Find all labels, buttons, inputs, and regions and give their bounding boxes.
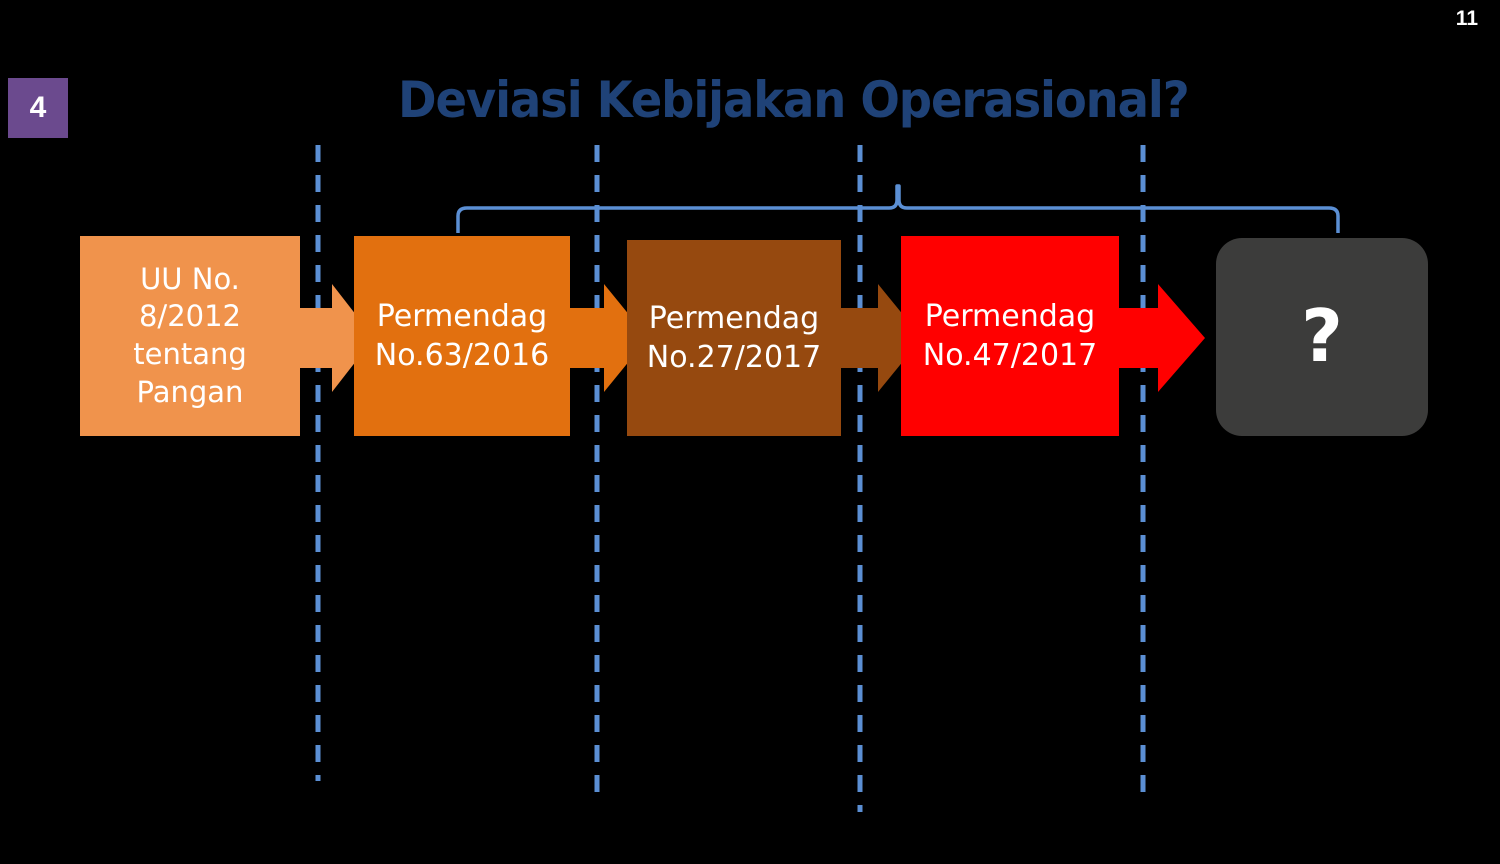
arrow-shaft (834, 308, 880, 368)
flow-step-permendag-27-2017[interactable]: Permendag No.27/2017 (627, 240, 841, 436)
flow-step-permendag-47-2017[interactable]: Permendag No.47/2017 (901, 236, 1119, 436)
flow-arrow-4 (1110, 284, 1205, 392)
grouping-brace (456, 184, 1340, 233)
page-number: 11 (1455, 7, 1478, 30)
flow-step-unknown-future[interactable]: ? (1216, 238, 1428, 436)
flow-step-permendag-63-2016[interactable]: Permendag No.63/2016 (354, 236, 570, 436)
page-title: Deviasi Kebijakan Operasional? (398, 71, 1190, 129)
arrow-head (1158, 284, 1205, 392)
section-number-label: 4 (29, 91, 47, 124)
flow-step-uu-8-2012[interactable]: UU No. 8/2012 tentang Pangan (80, 236, 300, 436)
section-number-badge: 4 (8, 78, 68, 138)
